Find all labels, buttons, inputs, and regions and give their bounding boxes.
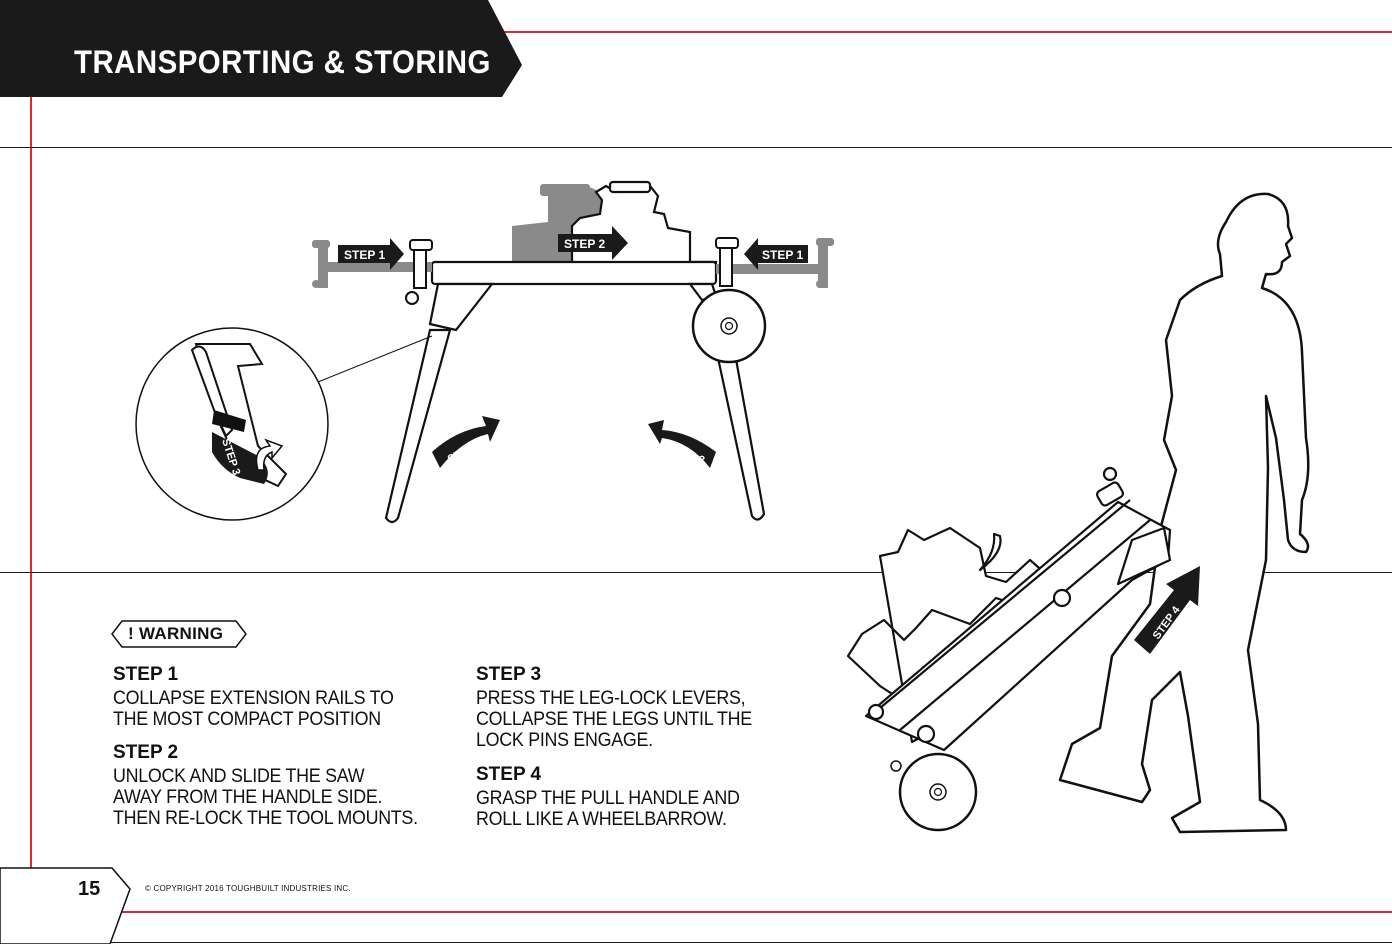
red-frame-bottom bbox=[30, 911, 1392, 913]
folded-stand bbox=[846, 466, 1172, 752]
step1-right-label: STEP 1 bbox=[762, 248, 803, 262]
step-2-body: UNLOCK AND SLIDE THE SAW AWAY FROM THE H… bbox=[113, 766, 418, 829]
divider-top bbox=[0, 147, 1392, 148]
page-title: TRANSPORTING & STORING bbox=[74, 44, 491, 80]
stand-beam bbox=[428, 260, 718, 332]
step-4-instruction: STEP 4 GRASP THE PULL HANDLE AND ROLL LI… bbox=[476, 764, 796, 830]
divider-middle bbox=[0, 572, 1392, 573]
title-banner bbox=[0, 0, 522, 97]
copyright-notice: © COPYRIGHT 2016 TOUGHBUILT INDUSTRIES I… bbox=[145, 884, 351, 893]
divider-bottom bbox=[0, 942, 1392, 943]
warning-badge-frame bbox=[111, 620, 247, 648]
warning-label: ! WARNING bbox=[128, 624, 224, 643]
step-1-heading: STEP 1 bbox=[113, 664, 179, 685]
step-1-instruction: STEP 1 COLLAPSE EXTENSION RAILS TO THE M… bbox=[113, 664, 433, 730]
step2-arrow: STEP 2 bbox=[558, 226, 628, 260]
step1-right-arrow: STEP 1 bbox=[744, 238, 808, 270]
leg-lock-detail: STEP 3 bbox=[135, 327, 329, 521]
red-frame-left bbox=[30, 31, 32, 913]
step-2-instruction: STEP 2 UNLOCK AND SLIDE THE SAW AWAY FRO… bbox=[113, 742, 433, 829]
step-3-heading: STEP 3 bbox=[476, 664, 542, 685]
red-frame-top bbox=[30, 31, 1392, 33]
step2-label: STEP 2 bbox=[564, 237, 605, 251]
folded-stand-wheel bbox=[890, 752, 978, 832]
extension-post-right bbox=[715, 237, 739, 287]
page-tab-shape bbox=[0, 867, 131, 944]
step1-left-label: STEP 1 bbox=[344, 248, 385, 262]
step1-left-arrow: STEP 1 bbox=[338, 238, 404, 270]
page-number: 15 bbox=[78, 878, 101, 900]
step-1-body: COLLAPSE EXTENSION RAILS TO THE MOST COM… bbox=[113, 688, 394, 730]
step-4-heading: STEP 4 bbox=[476, 764, 542, 785]
person-silhouette bbox=[1058, 192, 1310, 834]
step3-left-arrow: STEP 3 bbox=[432, 416, 500, 468]
extension-rail-left bbox=[312, 240, 432, 288]
stand-wheel bbox=[691, 288, 767, 364]
stand-legs bbox=[384, 324, 766, 524]
step-3-instruction: STEP 3 PRESS THE LEG-LOCK LEVERS, COLLAP… bbox=[476, 664, 796, 751]
extension-post-left bbox=[405, 239, 433, 305]
step3-right-arrow: STEP 3 bbox=[648, 420, 716, 468]
detail-leader-line bbox=[317, 335, 433, 383]
extension-rail-right bbox=[716, 238, 834, 288]
step-3-body: PRESS THE LEG-LOCK LEVERS, COLLAPSE THE … bbox=[476, 688, 752, 751]
step-2-heading: STEP 2 bbox=[113, 742, 179, 763]
step-4-body: GRASP THE PULL HANDLE AND ROLL LIKE A WH… bbox=[476, 788, 740, 830]
